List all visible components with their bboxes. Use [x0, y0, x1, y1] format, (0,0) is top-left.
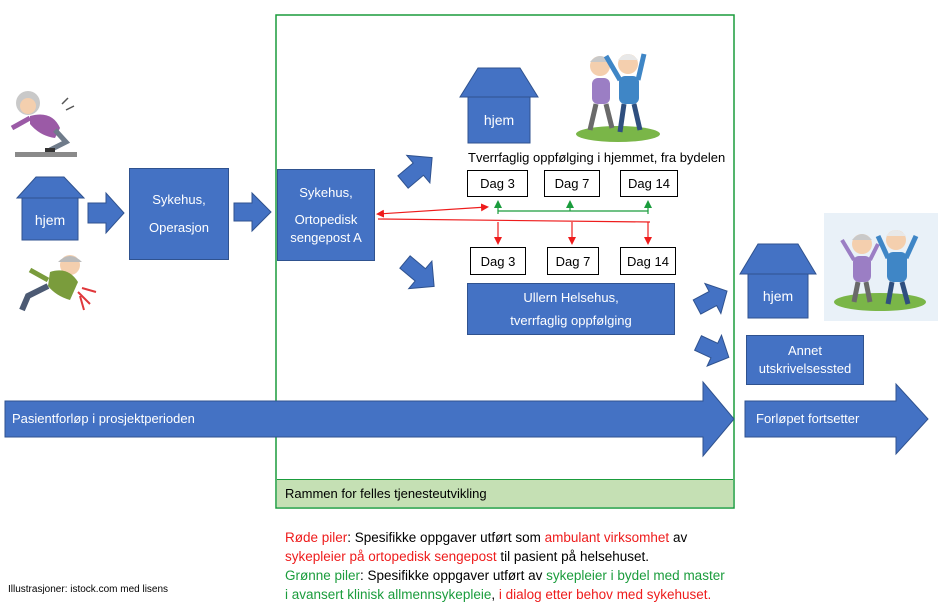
top-day-box-3: Dag 3	[467, 170, 528, 197]
continues-arrow	[744, 382, 929, 456]
block-arrow-icon	[397, 154, 433, 189]
ortho-ward-line3: sengepost A	[290, 229, 362, 245]
block-arrow-icon	[87, 191, 125, 235]
elderly-couple-exercising-illustration	[576, 53, 660, 142]
patient-flow-label: Pasientforløp i prosjektperioden	[12, 411, 195, 426]
bottom-day-box-14: Dag 14	[620, 247, 676, 275]
other-discharge-box: Annet utskrivelsessted	[746, 335, 864, 385]
block-arrow-icon	[693, 333, 730, 367]
ullern-box: Ullern Helsehus, tverrfaglig oppfølging	[467, 283, 675, 335]
ortho-ward-line2: Ortopedisk	[294, 212, 358, 228]
block-arrow-icon	[692, 282, 728, 315]
legend-red-title: Røde piler	[285, 530, 348, 545]
house-icon	[459, 67, 539, 144]
legend: Røde piler: Spesifikke oppgaver utført s…	[285, 528, 725, 604]
frame-label: Rammen for felles tjenesteutvikling	[285, 486, 487, 501]
ullern-line2: tverrfaglig oppfølging	[510, 313, 632, 329]
bottom-day-box-3: Dag 3	[470, 247, 526, 275]
bottom-day-box-7: Dag 7	[547, 247, 599, 275]
ortho-ward-line1: Sykehus,	[299, 184, 353, 200]
legend-red-line2: sykepleier på ortopedisk sengepost til p…	[285, 549, 649, 564]
collaboration-frame	[275, 14, 735, 509]
image-credits: Illustrasjoner: istock.com med lisens	[8, 584, 169, 595]
continues-label: Forløpet fortsetter	[756, 411, 860, 426]
top-home-label: hjem	[483, 112, 515, 128]
house-icon	[739, 243, 817, 319]
legend-red-line1: Røde piler: Spesifikke oppgaver utført s…	[285, 530, 688, 545]
ullern-line1: Ullern Helsehus,	[523, 290, 619, 305]
legend-green-line2: i avansert klinisk allmennsykepleie, i d…	[285, 587, 712, 602]
frame-label-bar: Rammen for felles tjenesteutvikling	[277, 479, 733, 507]
elderly-woman-slipping-illustration	[10, 91, 77, 157]
top-day-box-14: Dag 14	[620, 170, 678, 197]
left-home-label: hjem	[34, 212, 66, 228]
house-icon	[15, 176, 86, 241]
block-arrow-icon	[233, 191, 272, 233]
right-home-label: hjem	[762, 288, 794, 304]
hospital-operation-box: Sykehus, Operasjon	[129, 168, 229, 260]
ortho-ward-box: Sykehus, Ortopedisk sengepost A	[277, 169, 375, 261]
legend-green-title: Grønne piler	[285, 568, 361, 583]
legend-green-line1: Grønne piler: Spesifikke oppgaver utført…	[285, 568, 725, 583]
hospital-operation-line1: Sykehus,	[152, 192, 206, 208]
other-discharge-line2: utskrivelsessted	[758, 361, 852, 376]
block-arrow-icon	[399, 255, 435, 290]
top-day-box-7: Dag 7	[544, 170, 600, 197]
home-followup-title: Tverrfaglig oppfølging i hjemmet, fra by…	[468, 150, 726, 165]
elderly-couple-celebrating-illustration	[824, 213, 938, 321]
patient-flow-arrow	[4, 380, 735, 458]
elderly-man-fallen-illustration	[19, 255, 97, 312]
other-discharge-line1: Annet	[788, 343, 822, 359]
hospital-operation-line2: Operasjon	[149, 220, 209, 235]
